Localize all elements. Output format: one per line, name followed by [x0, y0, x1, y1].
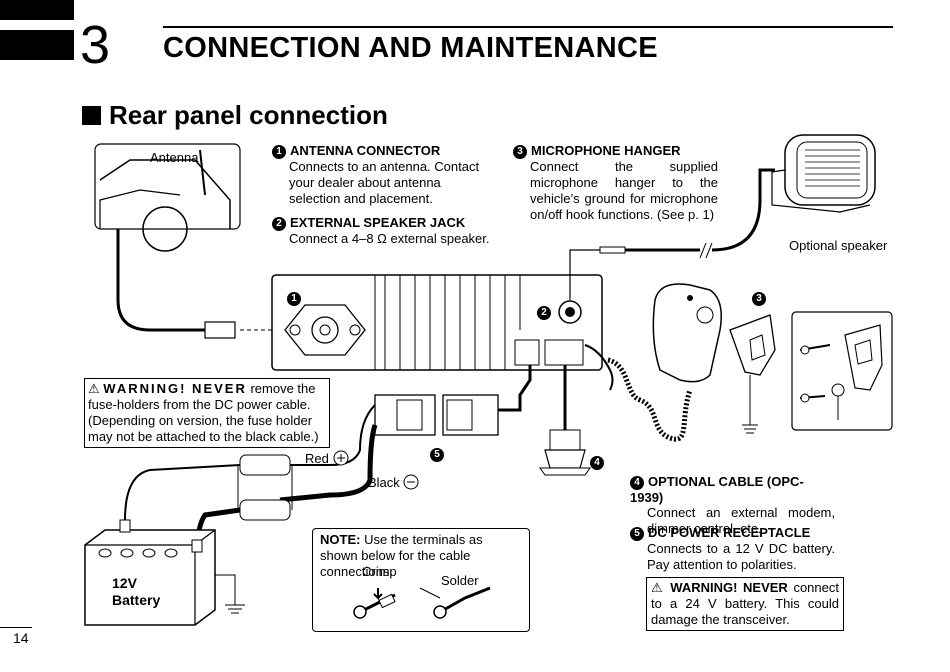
- item-3-heading: MICROPHONE HANGER: [531, 143, 681, 158]
- callout-3: 3: [752, 292, 766, 306]
- item-1-text: Connects to an antenna. Contact your dea…: [289, 159, 480, 206]
- fuse-holder-red: [239, 454, 291, 476]
- chapter-tab-bar-bottom: [0, 30, 74, 60]
- antenna-whip: [199, 149, 206, 196]
- crimp-terminal-drawing: [353, 588, 396, 619]
- item-2-text: Connect a 4–8 Ω external speaker.: [289, 231, 490, 246]
- crimp-label: Crimp: [362, 564, 397, 579]
- car-wheel: [142, 206, 188, 252]
- red-label: Red: [305, 451, 329, 466]
- optional-speaker-label: Optional speaker: [789, 238, 888, 253]
- callout-4: 4: [590, 456, 604, 470]
- callout-5: 5: [430, 448, 444, 462]
- warning-battery-box: ⚠ WARNING! NEVER connect to a 24 V batte…: [646, 577, 844, 631]
- callout-2: 2: [537, 306, 551, 320]
- warning-fuse-text: remove the fuse-holders from the DC powe…: [88, 381, 319, 444]
- black-label: Black: [368, 475, 400, 490]
- item-5-heading: DC POWER RECEPTACLE: [648, 525, 811, 540]
- item-4-text: Connect an external modem, dimmer contro…: [647, 505, 835, 536]
- optional-cable-connector: [544, 449, 586, 469]
- warning-battery-text: connect to a 24 V battery. This could da…: [651, 580, 839, 627]
- warning-fuse-lead: WARNING! NEVER: [103, 381, 247, 396]
- page-number: 14: [13, 630, 29, 646]
- solder-terminal-drawing: [419, 586, 491, 619]
- solder-label: Solder: [441, 573, 479, 588]
- chapter-number: 3: [80, 15, 111, 75]
- section-title: Rear panel connection: [82, 100, 388, 131]
- square-bullet-icon: [82, 106, 101, 125]
- optional-speaker-drawing: [771, 134, 876, 213]
- page-number-rule: [0, 627, 32, 628]
- warning-icon: ⚠: [651, 580, 665, 595]
- warning-fuse-box: ⚠ WARNING! NEVER remove the fuse-holders…: [84, 378, 330, 448]
- note-box: NOTE: Use the terminals as shown below f…: [312, 528, 530, 632]
- chapter-title: CONNECTION AND MAINTENANCE: [163, 32, 658, 64]
- antenna-cable: [116, 229, 205, 332]
- item-2-heading: EXTERNAL SPEAKER JACK: [290, 215, 466, 230]
- note-text: Use the terminals as shown below for the…: [320, 532, 483, 579]
- car-outline: [99, 159, 231, 229]
- battery-drawing: [84, 529, 216, 626]
- battery-label: 12V Battery: [112, 575, 161, 608]
- fuse-holder-black: [239, 499, 291, 521]
- warning-battery-lead: WARNING! NEVER: [670, 580, 788, 595]
- item-3-text: Connect the supplied microphone hanger t…: [530, 159, 718, 222]
- antenna-label: Antenna: [150, 150, 199, 165]
- item-4-heading: OPTIONAL CABLE (OPC-1939): [630, 474, 804, 505]
- warning-icon: ⚠: [88, 381, 100, 396]
- chapter-tab-bar-top: [0, 0, 74, 20]
- antenna-plug: [204, 321, 236, 339]
- title-rule: [163, 26, 893, 28]
- item-1-heading: ANTENNA CONNECTOR: [290, 143, 441, 158]
- callout-1: 1: [287, 292, 301, 306]
- note-lead: NOTE:: [320, 532, 361, 547]
- item-5-text: Connects to a 12 V DC battery. Pay atten…: [647, 541, 835, 572]
- antenna-car-box: [94, 143, 241, 230]
